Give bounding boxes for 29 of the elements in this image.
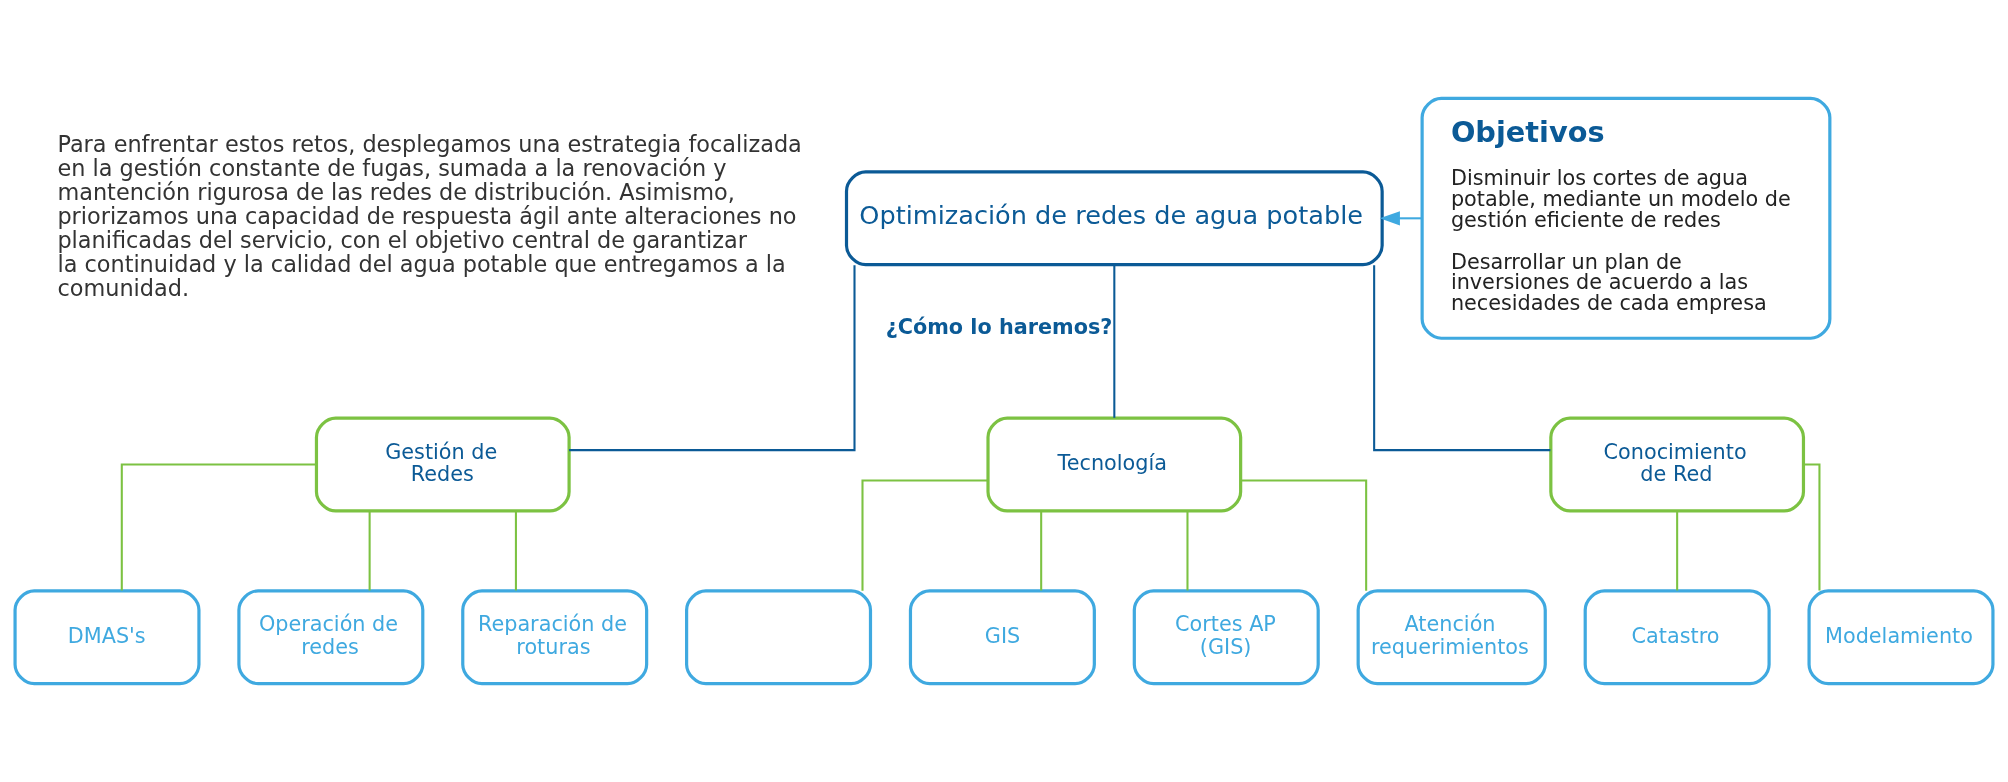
node-box: Catastro [1583,589,1771,686]
node-box: Objetivos Disminuir los cortes de agua potable, mediante un modelo de gestión eficiente de redes Desarrollar un plan de inversiones de acuerdo a las necesidades de cada empresa [1420,96,1832,340]
connector [1803,463,1821,591]
edge-label: ¿Cómo lo haremos? [885,315,1113,340]
node-box: Operación de redes [237,589,425,686]
connector [1040,511,1043,591]
connector [569,265,856,452]
node-box: Reparación de roturas [461,589,649,686]
arrow [1379,211,1422,226]
node-box: Cortes AP (GIS) [1132,589,1320,686]
node-box: DMAS's [13,589,201,686]
node-box: Modelamiento [1807,589,1995,686]
node-box: Optimización de redes de agua potable [844,170,1384,267]
connector [861,479,988,591]
connector [514,511,517,591]
label: Para enfrentar estos retos, desplegamos una estrategia focalizada en la gestión constante de fugas, sumada a la renovación y mantención rigurosa de las redes de distribución. Asimismo, priorizamos una capacidad de respuesta ágil ante alteraciones no planificadas del servicio, con el objetivo central de garantizar la continuidad y la calidad del agua potable que entregamos a la comunidad. [57,131,802,302]
connector [1113,265,1116,418]
connector [1676,511,1679,591]
connector [1241,479,1368,591]
connector [1186,511,1189,591]
connector [1373,265,1551,452]
connector [120,463,317,591]
node-box: Conocimiento de Red [1549,416,1806,513]
node-box: Gestión de Redes [314,416,571,513]
node-box: Atención requerimientos [1356,589,1547,686]
node-box: Tecnología [986,416,1243,513]
node-box [685,589,873,686]
node-box: GIS [908,589,1096,686]
connector [368,511,371,591]
